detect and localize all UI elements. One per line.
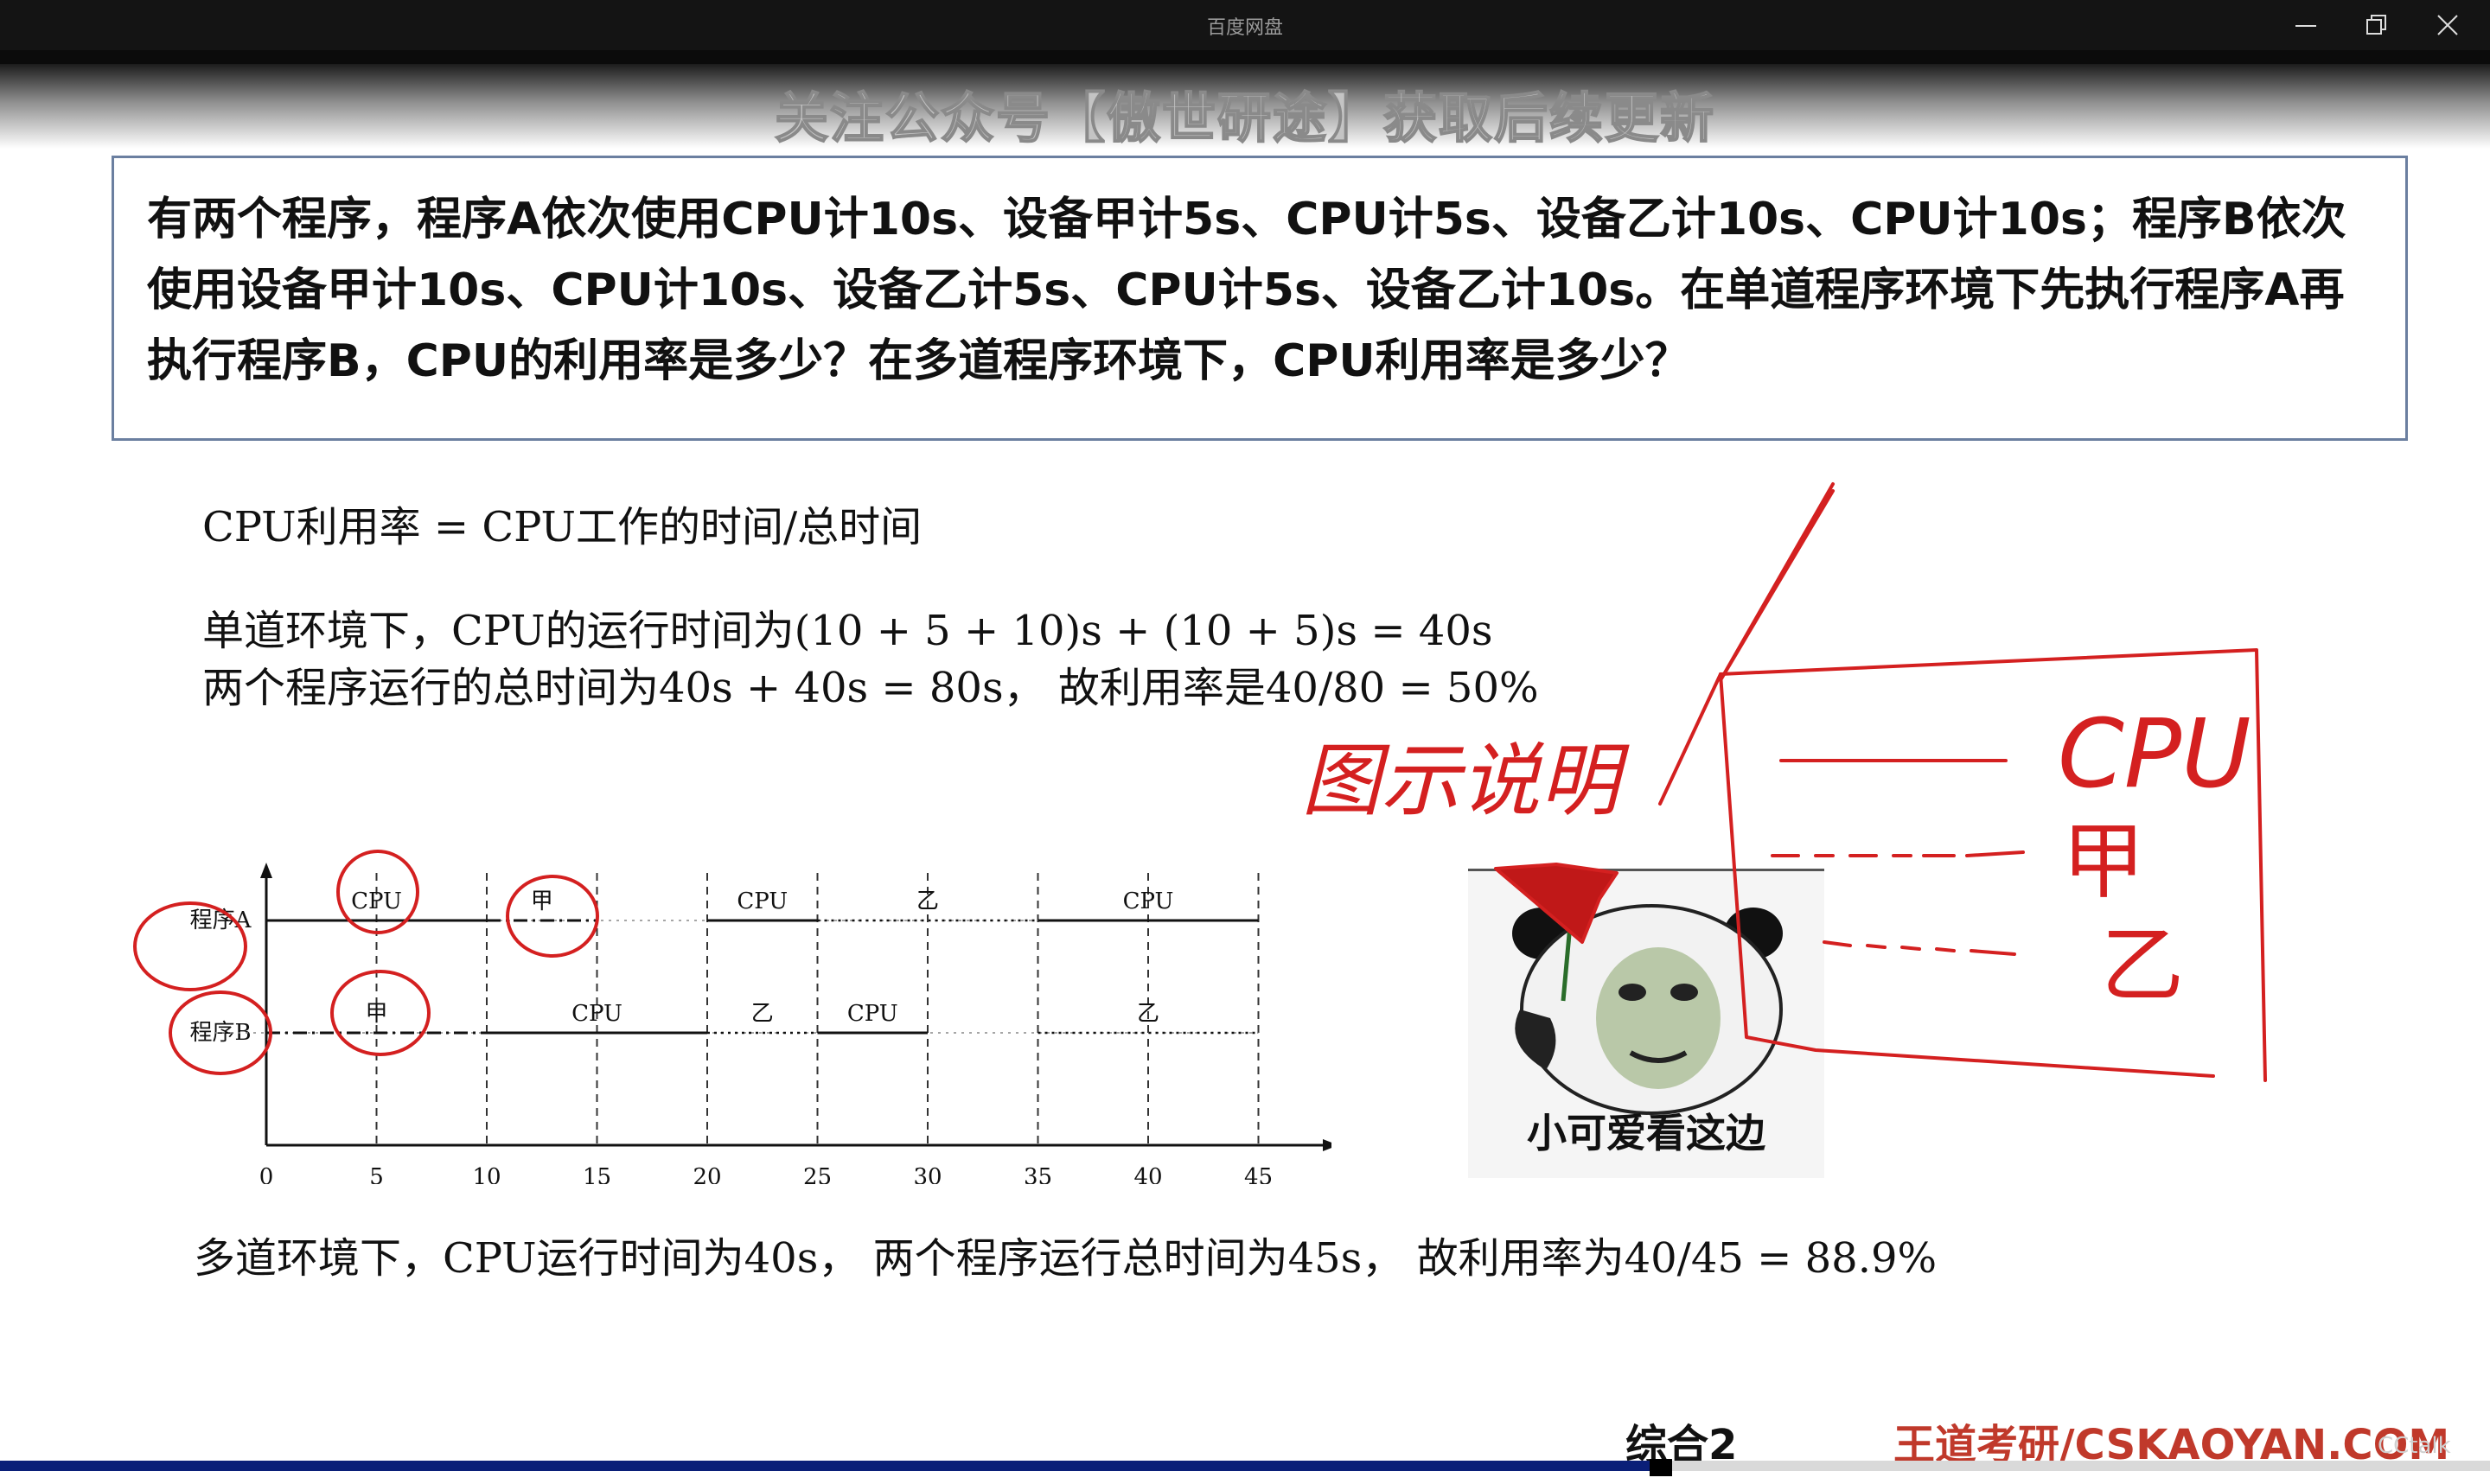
legend-jia-line [1771, 850, 2025, 857]
segment-label-B: CPU [571, 1001, 622, 1027]
video-progress-fill [0, 1461, 1661, 1471]
minimize-icon [2295, 25, 2316, 27]
legend-yi-line [1823, 940, 2016, 956]
circle-jia-B [330, 970, 431, 1056]
single-line-2: 两个程序运行的总时间为40s + 40s = 80s， 故利用率是40/80 =… [202, 664, 1539, 712]
close-icon [2437, 15, 2458, 35]
circle-rowA [133, 901, 247, 991]
cctalk-watermark: CCtalk [2378, 1433, 2451, 1459]
circle-jia-A [506, 875, 599, 958]
x-tick-label: 0 [259, 1164, 274, 1184]
restore-button[interactable] [2346, 5, 2407, 45]
legend-cpu-label: CPU [2058, 698, 2251, 809]
x-tick-label: 30 [913, 1164, 942, 1184]
arrow-tail [1658, 672, 1722, 806]
x-tick-label: 40 [1133, 1164, 1162, 1184]
row-label-B: 程序B [189, 1020, 251, 1046]
x-tick-label: 45 [1244, 1164, 1273, 1184]
multi-line: 多道环境下，CPU运行时间为40s， 两个程序运行总时间为45s， 故利用率为4… [194, 1234, 1938, 1283]
legend-yi-label: 乙 [2101, 917, 2184, 1014]
arrow-stroke [1719, 482, 1835, 682]
segment-label-A: CPU [351, 888, 402, 914]
segment-label-A: 甲 [531, 888, 553, 914]
y-axis-arrow [260, 863, 272, 878]
circle-cpu-A [336, 850, 419, 934]
segment-label-A: CPU [1123, 888, 1174, 914]
x-tick-label: 25 [803, 1164, 832, 1184]
promo-banner: 关注公众号【傲世研途】获取后续更新 [0, 64, 2490, 150]
minimize-button[interactable] [2276, 5, 2336, 45]
segment-label-B: 乙 [1137, 1001, 1159, 1027]
legend-jia-label: 甲 [2062, 813, 2145, 910]
legend-box-stroke [1719, 648, 2267, 1082]
window-titlebar: 百度网盘 [0, 0, 2490, 50]
rose-overlay [1494, 863, 1618, 944]
question-box: 有两个程序，程序A依次使用CPU计10s、设备甲计5s、CPU计5s、设备乙计1… [112, 156, 2408, 441]
window-title: 百度网盘 [1206, 17, 1283, 39]
close-button[interactable] [2417, 5, 2478, 45]
legend-title: 图示说明 [1301, 735, 1630, 827]
formula-line: CPU利用率 = CPU工作的时间/总时间 [202, 503, 923, 551]
single-line-1: 单道环境下，CPU的运行时间为(10 + 5 + 10)s + (10 + 5)… [202, 607, 1493, 655]
x-axis-arrow [1323, 1139, 1331, 1151]
segment-label-A: CPU [737, 888, 788, 914]
question-text: 有两个程序，程序A依次使用CPU计10s、设备甲计5s、CPU计5s、设备乙计1… [147, 194, 2346, 387]
x-tick-label: 20 [693, 1164, 721, 1184]
segment-label-A: 乙 [916, 888, 939, 914]
video-progress-bar[interactable] [0, 1459, 2490, 1476]
circle-rowB [169, 990, 272, 1075]
x-tick-label: 5 [369, 1164, 384, 1184]
timeline-diagram: 051015202530354045s程序A程序BCPU甲CPU乙CPU甲CPU… [189, 863, 1331, 1184]
meme-caption: 小可爱看这边 [1527, 1110, 1765, 1156]
restore-icon [2366, 15, 2386, 35]
segment-label-B: 乙 [751, 1001, 774, 1027]
segment-label-B: CPU [847, 1001, 898, 1027]
video-progress-handle[interactable] [1649, 1459, 1672, 1476]
x-tick-label: 35 [1024, 1164, 1052, 1184]
segment-label-B: 甲 [365, 1001, 387, 1027]
video-top-band [0, 50, 2490, 64]
x-tick-label: 15 [583, 1164, 611, 1184]
promo-banner-text: 关注公众号【傲世研途】获取后续更新 [774, 86, 1715, 150]
x-tick-label: 10 [472, 1164, 501, 1184]
